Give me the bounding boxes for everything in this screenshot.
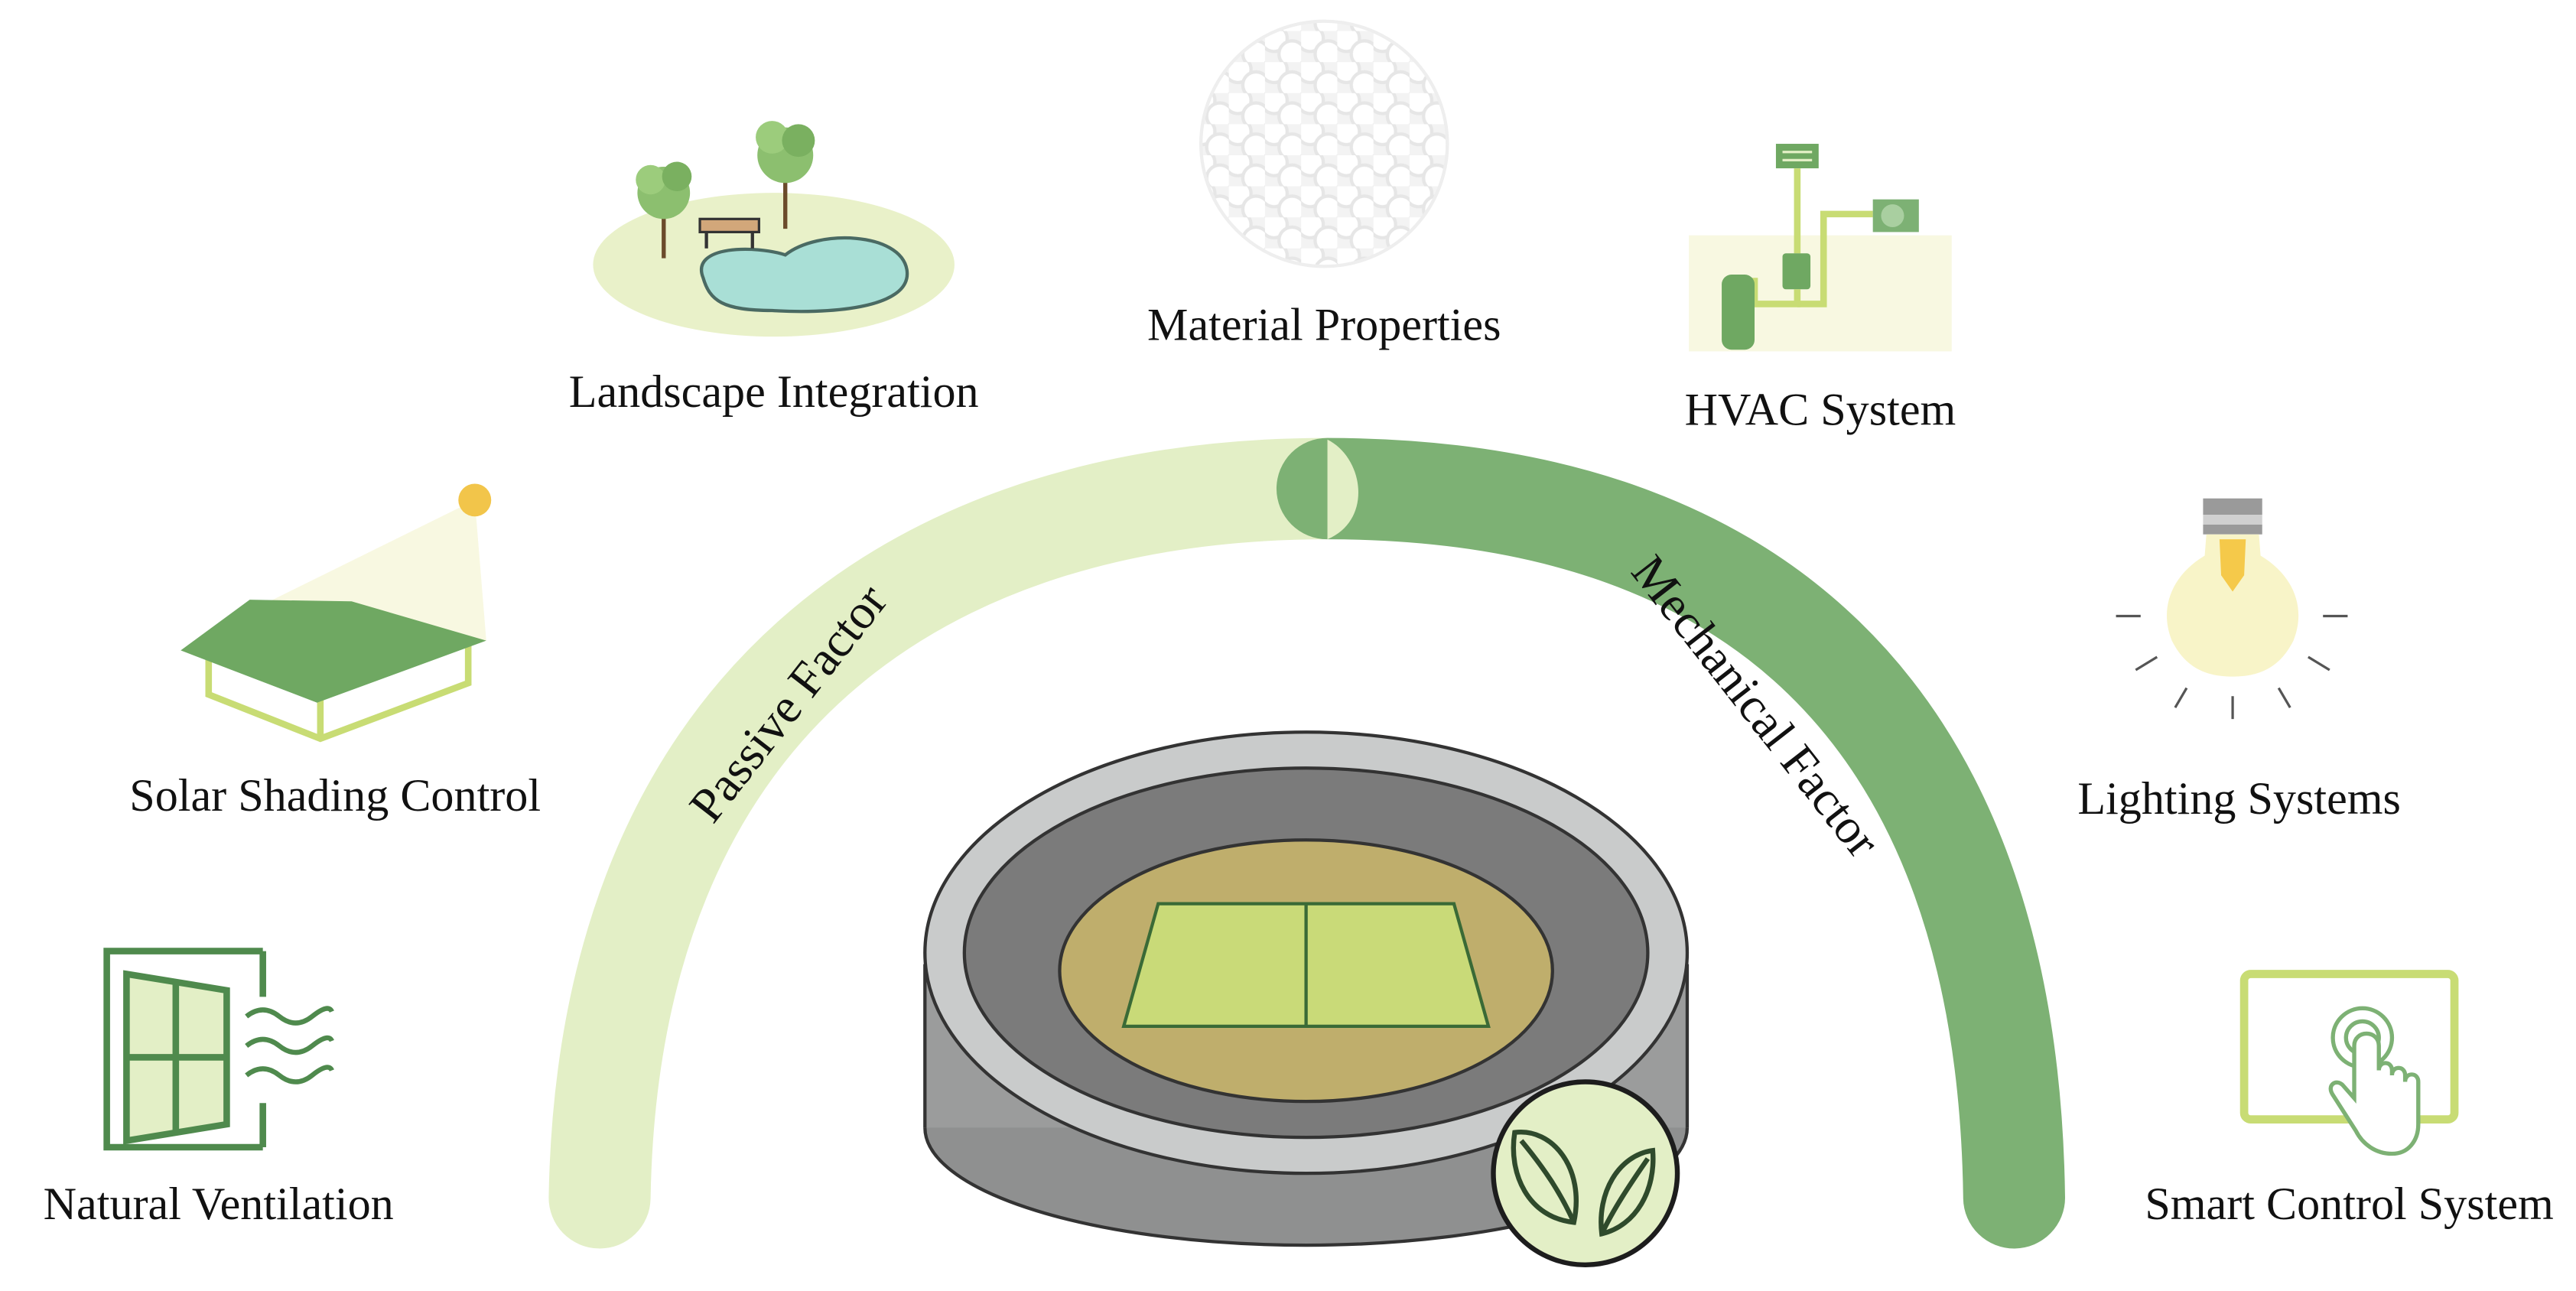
leaf-icon <box>1511 1130 1656 1237</box>
window-wind-icon <box>103 948 334 1151</box>
light-bulb-icon <box>2116 498 2348 720</box>
hvac-system-label: HVAC System <box>1685 385 1956 435</box>
material-properties-label: Material Properties <box>1147 300 1501 350</box>
material-sphere-icon <box>1199 19 1449 268</box>
natural-ventilation-label: Natural Ventilation <box>44 1179 394 1229</box>
passive-arc <box>548 437 1379 1249</box>
mechanical-arc <box>1276 437 2065 1249</box>
park-pond-icon <box>593 121 955 337</box>
landscape-integration-label: Landscape Integration <box>569 366 979 417</box>
solar-shading-label: Solar Shading Control <box>129 770 541 821</box>
touch-screen-icon <box>2239 970 2459 1156</box>
hvac-unit-icon <box>1689 144 1952 352</box>
sun-house-icon <box>181 483 492 743</box>
lighting-systems-label: Lighting Systems <box>2077 773 2401 824</box>
leaf-badge <box>1491 1079 1680 1268</box>
smart-control-label: Smart Control System <box>2145 1179 2553 1229</box>
